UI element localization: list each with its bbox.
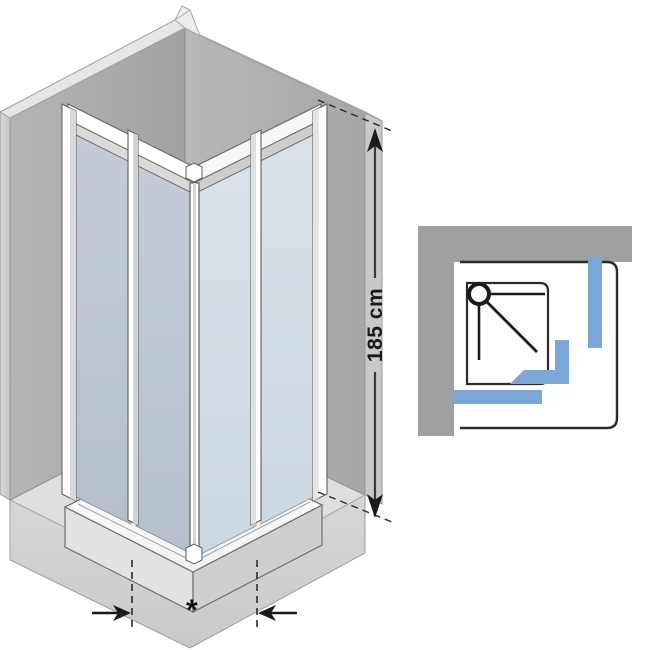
plan-enclosure-outline [460, 260, 619, 430]
glass-panel-right-outer[interactable] [260, 130, 314, 525]
glass-panel-left-outer[interactable] [75, 129, 132, 525]
frame-mullion-left-shade [133, 133, 138, 525]
dimension-height [317, 99, 393, 523]
plan-view [418, 226, 632, 436]
plan-direction-line-diagonal [486, 301, 538, 353]
frame-corner-post-shadow [193, 183, 196, 558]
wall-left-edge [0, 111, 11, 501]
glass-panel-right-inner[interactable] [198, 160, 257, 556]
height-dimension-label: 185 cm [364, 287, 387, 363]
glass-panel-left-inner[interactable] [135, 160, 195, 556]
glass-panels [75, 129, 314, 556]
arrow-up-icon [367, 128, 383, 152]
arrow-left-icon [258, 605, 276, 621]
width-marker-asterisk: * [186, 594, 198, 627]
plan-door-panel-outer-right[interactable] [588, 258, 602, 348]
frame-post-left-outer-shade [70, 108, 76, 501]
frame-corner-cap-bottom [185, 543, 203, 565]
plan-pivot-marker-icon [467, 282, 491, 306]
plan-door-panel-inner-bottom[interactable] [510, 370, 569, 384]
arrow-down-icon [367, 494, 383, 518]
dimension-width [92, 560, 297, 628]
leader-line-bottom [317, 491, 393, 523]
wall-ridge [174, 9, 201, 38]
frame-mullion-right-shade [251, 133, 256, 525]
plan-door-panel-outer-bottom[interactable] [452, 390, 542, 404]
aluminium-frame [61, 103, 328, 565]
leader-line-top [317, 99, 393, 132]
arrow-right-icon [113, 605, 131, 621]
plan-wall-corner [418, 226, 632, 436]
frame-post-right-outer-shade [313, 108, 319, 501]
frame-corner-cap-top [185, 162, 203, 183]
